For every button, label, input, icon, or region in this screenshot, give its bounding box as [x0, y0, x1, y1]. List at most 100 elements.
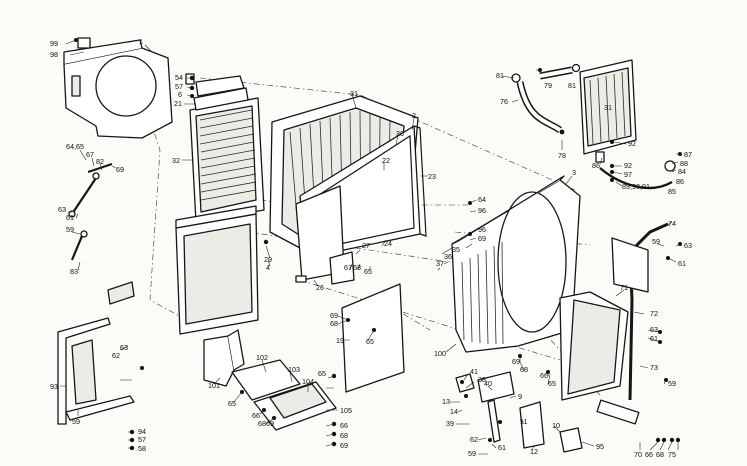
callout-66c: 66 — [340, 421, 348, 430]
radiator-tank-right — [579, 59, 637, 155]
callout-69f: 69 — [340, 441, 348, 450]
callout-68f: 68 — [656, 450, 664, 459]
callout-39: 39 — [446, 419, 454, 428]
callout-93: 93 — [50, 382, 58, 391]
callout-31: 31 — [350, 89, 358, 98]
callout-32: 32 — [172, 156, 180, 165]
callout-3: 3 — [572, 168, 576, 177]
callout-63: 63 — [58, 205, 66, 214]
drain-hose — [595, 151, 676, 190]
callout-62: 62 — [112, 351, 120, 360]
callout-92: 92 — [628, 139, 636, 148]
radiator-core-left — [185, 73, 265, 223]
callout-64-65: 64,65 — [66, 142, 84, 151]
callout-66b: 66 — [252, 411, 260, 420]
support-frame — [57, 317, 135, 425]
fastener-stacks — [74, 38, 682, 451]
callout-61d: 61 — [498, 443, 506, 452]
callout-69d: 69 — [512, 357, 520, 366]
callout-70: 70 — [634, 450, 642, 459]
callout-74: 74 — [668, 219, 676, 228]
callout-63d: 63 — [120, 343, 128, 352]
callout-69e: 69 — [266, 419, 274, 428]
callout-14: 14 — [450, 407, 458, 416]
callout-73: 73 — [650, 363, 658, 372]
callout-37: 37 — [436, 259, 444, 268]
callout-81b: 81 — [568, 81, 576, 90]
callout-82: 82 — [96, 157, 104, 166]
callout-65c: 65 — [548, 379, 556, 388]
callout-30: 30 — [396, 129, 404, 138]
callout-57: 57 — [175, 82, 183, 91]
callout-67b: 67 — [344, 263, 352, 272]
callout-29: 29 — [264, 255, 272, 264]
callout-66d: 66 — [645, 450, 653, 459]
callout-19: 19 — [336, 336, 344, 345]
callout-22: 22 — [382, 156, 390, 165]
callout-31b: 31 — [604, 103, 612, 112]
air-duct-and-tray — [203, 329, 337, 431]
callout-86: 86 — [592, 161, 600, 170]
callout-75: 75 — [668, 450, 676, 459]
callout-41: 41 — [470, 367, 478, 376]
callout-65: 65 — [364, 267, 372, 276]
callout-95: 95 — [596, 442, 604, 451]
callout-85: 85 — [668, 187, 676, 196]
callout-59: 59 — [66, 225, 74, 234]
callout-86b: 86 — [676, 177, 684, 186]
callout-54: 54 — [175, 73, 183, 82]
callout-59c: 59 — [668, 379, 676, 388]
callout-67: 67 — [86, 150, 94, 159]
callout-65b: 65 — [366, 337, 374, 346]
callout-35: 35 — [452, 245, 460, 254]
callout-69c: 69 — [330, 311, 338, 320]
gasket-frames — [295, 125, 427, 281]
callout-76: 76 — [500, 97, 508, 106]
callout-98: 98 — [50, 50, 58, 59]
callout-59e: 59 — [468, 449, 476, 458]
callout-labels: 99 98 1 54 57 6 21 32 31 2 30 22 23 3 64… — [50, 37, 692, 459]
callout-68d: 68 — [258, 419, 266, 428]
callout-2: 2 — [412, 111, 416, 120]
callout-27: 27 — [362, 241, 370, 250]
callout-71: 71 — [620, 283, 628, 292]
callout-103: 103 — [288, 365, 300, 374]
callout-83: 83 — [70, 267, 78, 276]
callout-40: 40 — [484, 379, 492, 388]
callout-21: 21 — [174, 99, 182, 108]
callout-10: 10 — [552, 421, 560, 430]
callout-6: 6 — [178, 90, 182, 99]
callout-65d: 65 — [228, 399, 236, 408]
callout-92b: 92 — [624, 161, 632, 170]
callout-101: 101 — [208, 381, 220, 390]
callout-64: 64 — [478, 195, 486, 204]
callout-61: 61 — [66, 213, 74, 222]
fan-shroud-plate — [63, 37, 173, 139]
callout-68: 68 — [353, 263, 361, 272]
leader-lines — [60, 39, 682, 455]
stay-rods — [68, 163, 113, 261]
callout-63b: 63 — [684, 241, 692, 250]
callout-9: 9 — [518, 392, 522, 401]
callout-26: 26 — [316, 283, 324, 292]
callout-65e: 65 — [318, 369, 326, 378]
callout-102: 102 — [256, 353, 268, 362]
callout-61c: 61 — [650, 334, 658, 343]
callout-78: 78 — [558, 151, 566, 160]
right-panel-assembly — [559, 222, 669, 425]
callout-84: 84 — [678, 167, 686, 176]
mounting-brackets — [107, 281, 583, 453]
callout-68c: 68 — [520, 365, 528, 374]
callout-68e: 68 — [340, 431, 348, 440]
callout-62b: 62 — [470, 435, 478, 444]
callout-100: 100 — [434, 349, 446, 358]
callout-59d: 59 — [72, 417, 80, 426]
callout-63c: 63 — [650, 325, 658, 334]
callout-38: 38 — [478, 375, 486, 384]
callout-105: 105 — [340, 406, 352, 415]
callout-11: 11 — [520, 417, 527, 426]
callout-88: 88 — [680, 159, 688, 168]
callout-59b: 59 — [652, 237, 660, 246]
callout-61b: 61 — [678, 259, 686, 268]
